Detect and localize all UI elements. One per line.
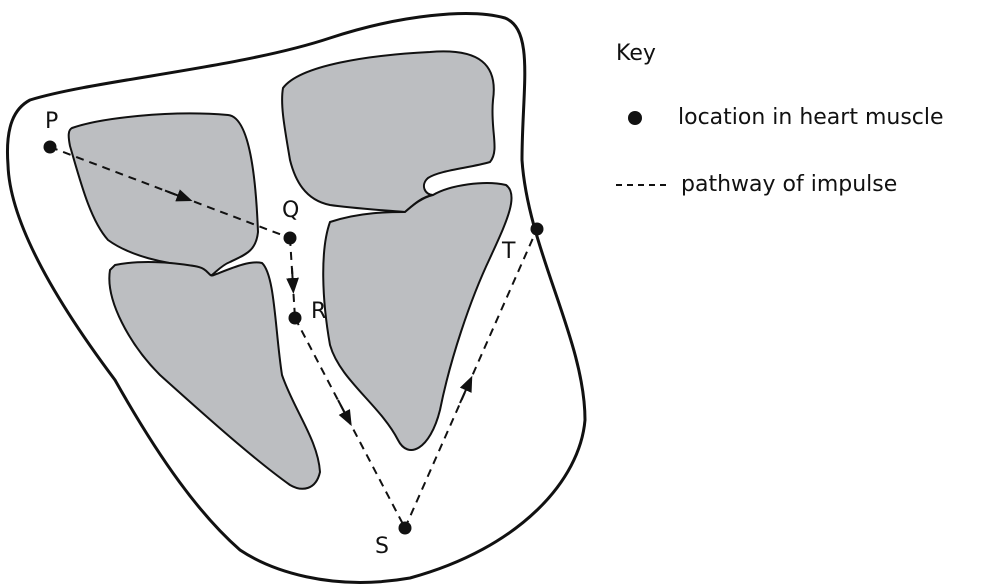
location-dot-t bbox=[531, 223, 544, 236]
key-item-location: location in heart muscle bbox=[616, 105, 944, 130]
key-item-pathway: pathway of impulse bbox=[616, 172, 897, 197]
key-label-pathway: pathway of impulse bbox=[681, 172, 897, 197]
point-label-q: Q bbox=[282, 198, 299, 223]
location-dot-p bbox=[44, 141, 57, 154]
arrow-qr bbox=[292, 268, 293, 286]
point-label-s: S bbox=[375, 534, 389, 559]
location-dot-icon bbox=[628, 111, 642, 125]
dashed-line-icon bbox=[616, 184, 666, 186]
location-dot-q bbox=[284, 232, 297, 245]
location-dot-s bbox=[399, 522, 412, 535]
key-label-location: location in heart muscle bbox=[678, 105, 944, 130]
point-label-p: P bbox=[45, 109, 58, 134]
location-dot-r bbox=[289, 312, 302, 325]
point-label-r: R bbox=[311, 299, 326, 324]
key-title: Key bbox=[616, 41, 656, 66]
point-label-t: T bbox=[501, 239, 516, 264]
